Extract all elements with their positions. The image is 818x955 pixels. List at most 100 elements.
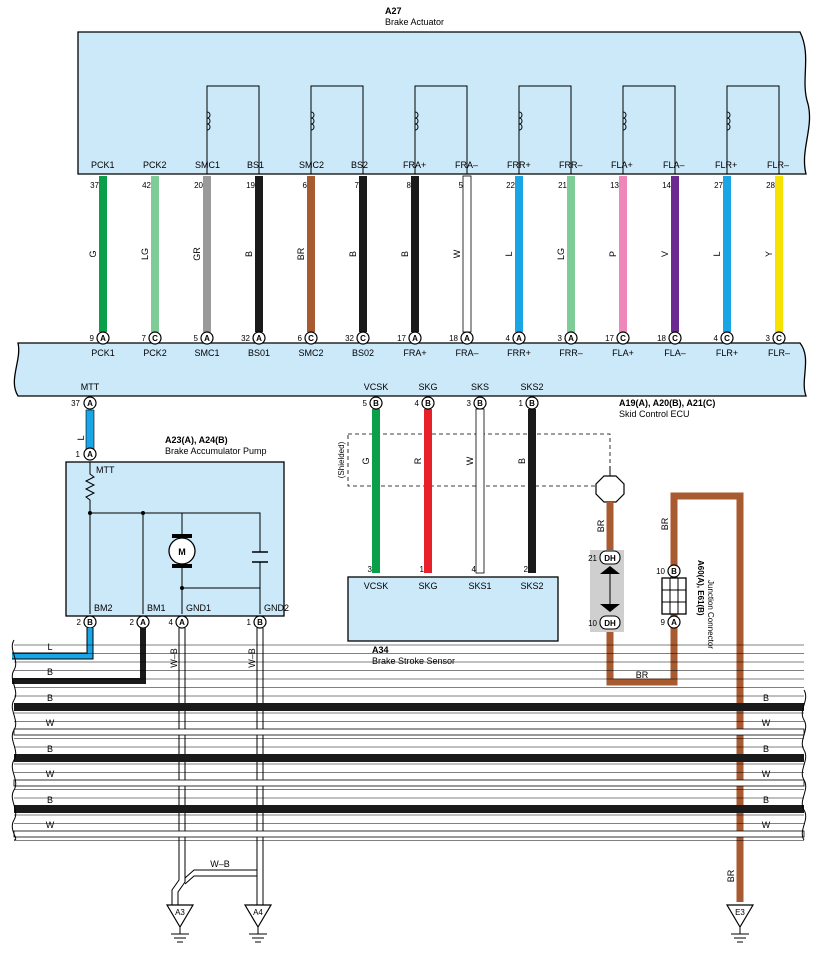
pump-name: Brake Accumulator Pump <box>165 446 267 456</box>
junction-top-conn: B <box>671 567 677 576</box>
harness-wire-code: W <box>762 820 771 830</box>
pump-pin <box>175 615 189 629</box>
actuator-pin-label: BS1 <box>247 160 264 170</box>
ecu-pin-conn: C <box>152 334 158 343</box>
ecu-pin-label: BS02 <box>352 348 374 358</box>
harness-wire-code: B <box>763 795 769 805</box>
wire-color-code: LG <box>140 248 150 260</box>
br-code-4: BR <box>726 869 736 882</box>
actuator-wire <box>462 175 472 333</box>
harness-wire-code: B <box>47 693 53 703</box>
ecu-pin-conn: C <box>672 334 678 343</box>
solenoid-coil-icon <box>518 85 572 174</box>
actuator-wire <box>567 176 575 332</box>
harness-wire-code: W <box>46 718 55 728</box>
ecu-box <box>13 342 807 397</box>
harness-wire <box>13 779 805 787</box>
earth-icon <box>249 927 267 943</box>
earth-icon <box>171 927 189 943</box>
actuator-pin-label: SMC2 <box>299 160 324 170</box>
ecu-pin-number: 5 <box>194 334 199 343</box>
sensor-pin-number: 2 <box>524 565 529 574</box>
actuator-ref: A27 <box>385 6 402 16</box>
sensor-pin-label: SKS2 <box>520 581 543 591</box>
ground-triangle-icon <box>243 904 273 929</box>
sensor-pin-label: SKG <box>418 581 437 591</box>
actuator-pin-number: 28 <box>766 181 775 190</box>
capacitor-icon <box>252 551 268 563</box>
harness-wire <box>13 728 805 736</box>
br-code-1: BR <box>596 519 606 532</box>
ecu-pin-label: SMC2 <box>298 348 323 358</box>
pump-pin-number: 4 <box>169 618 174 627</box>
ecu-pin <box>356 331 370 345</box>
actuator-pin-number: 19 <box>246 181 255 190</box>
sensor-ref: A34 <box>372 645 389 655</box>
actuator-pin-label: FRR+ <box>507 160 531 170</box>
actuator-pin-number: 21 <box>558 181 567 190</box>
ecu-sensor-pin-conn: B <box>529 399 535 408</box>
ecu-pin-label: FLR+ <box>716 348 738 358</box>
sensor-wire <box>528 409 536 573</box>
wire-color-code: P <box>608 251 618 257</box>
harness-wire <box>14 805 804 813</box>
pump-mtt-pin <box>83 447 97 461</box>
solenoid-coil-icon <box>206 85 260 174</box>
pump-pin <box>253 615 267 629</box>
ecu-pin-number: 6 <box>298 334 303 343</box>
junction-bottom-pin-num: 9 <box>661 618 666 627</box>
ecu-sensor-pin-conn: B <box>373 399 379 408</box>
pump-mtt-label: MTT <box>96 465 115 475</box>
actuator-pin-label: FRA– <box>455 160 478 170</box>
ecu-pin <box>772 331 786 345</box>
sensor-pin-label: SKS1 <box>468 581 491 591</box>
actuator-wire <box>151 176 159 332</box>
actuator-pin-number: 42 <box>142 181 151 190</box>
ecu-pin-conn: C <box>308 334 314 343</box>
solenoid-coil-icon <box>726 85 780 174</box>
mtt-wire-code: L <box>76 435 86 440</box>
pump-ref: A23(A), A24(B) <box>165 435 228 445</box>
actuator-wire <box>515 176 523 332</box>
sensor-pin-number: 3 <box>368 565 373 574</box>
ecu-skg-label: SKG <box>418 382 437 392</box>
actuator-pin-number: 6 <box>303 181 308 190</box>
harness-wire-code: L <box>47 642 52 652</box>
br-wire <box>606 492 744 902</box>
actuator-pin-label: FLA– <box>663 160 685 170</box>
solenoid-coil-icon <box>414 85 468 174</box>
ground-link-wire-code: W–B <box>210 859 230 869</box>
sensor-wire-code: G <box>361 457 371 464</box>
actuator-name: Brake Actuator <box>385 17 444 27</box>
ecu-pin <box>252 331 266 345</box>
sensor-wire <box>424 409 432 573</box>
junction-connector-icon <box>661 577 687 615</box>
harness-break-right <box>801 689 807 841</box>
pump-box <box>65 461 285 617</box>
ecu-pin <box>564 331 578 345</box>
ecu-pin-label: PCK2 <box>143 348 167 358</box>
pump-mtt-conn: A <box>87 450 93 459</box>
dh-top-pin <box>599 550 621 565</box>
wire-color-code: L <box>504 251 514 256</box>
ecu-sensor-pin <box>421 396 435 410</box>
ecu-pin-number: 7 <box>142 334 147 343</box>
actuator-pin-number: 37 <box>90 181 99 190</box>
actuator-wire <box>203 176 211 332</box>
ecu-pin-number: 4 <box>506 334 511 343</box>
actuator-pin-label: FLR– <box>767 160 789 170</box>
ecu-pin <box>668 331 682 345</box>
actuator-pin-label: FRA+ <box>403 160 426 170</box>
sensor-pin-number: 1 <box>420 565 425 574</box>
wire-color-code: Y <box>764 251 774 257</box>
actuator-pin-number: 8 <box>407 181 412 190</box>
ecu-pin-conn: C <box>724 334 730 343</box>
resistor-icon <box>84 462 96 614</box>
ecu-mtt-label: MTT <box>81 382 100 392</box>
ecu-pin-number: 3 <box>766 334 771 343</box>
actuator-wire <box>723 176 731 332</box>
actuator-wire <box>255 176 263 332</box>
